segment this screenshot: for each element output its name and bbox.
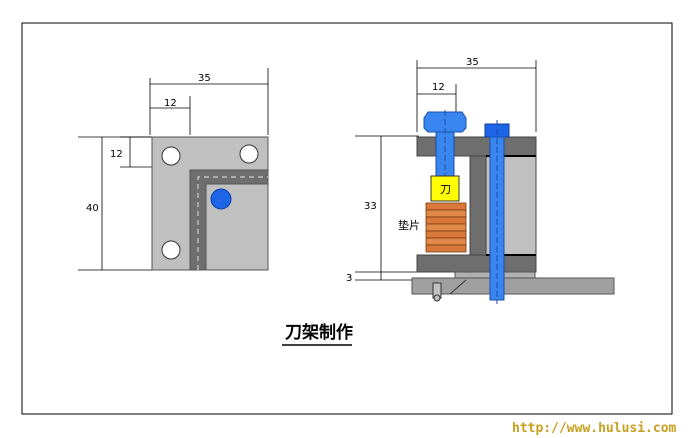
channel-centerline: [197, 176, 268, 270]
right-dim-bolt-offset: 12: [432, 82, 445, 93]
holder-bottom-flange: [416, 254, 537, 273]
shim-stack: [425, 202, 467, 253]
right-dim-width: 35: [466, 57, 479, 68]
base-slot: [449, 279, 467, 295]
right-view: 35 12 33 3: [346, 57, 615, 304]
knife-block: [430, 175, 460, 202]
left-dim-height: 40: [86, 203, 99, 214]
shim-label: 垫片: [398, 218, 420, 232]
drawing-caption: 刀架制作: [285, 322, 353, 343]
holder-spine: [469, 155, 487, 256]
drawing-frame: [21, 22, 673, 415]
right-dim-base: 3: [346, 273, 352, 284]
mounting-hole-bottom-left: [161, 240, 181, 260]
base-plate: [411, 277, 615, 295]
mounting-hole-top-right: [239, 144, 259, 164]
left-dim-hole-offset-x: 12: [164, 98, 177, 109]
right-dim-height: 33: [364, 201, 377, 212]
left-dim-width: 35: [198, 73, 211, 84]
mounting-hole-top-left: [161, 146, 181, 166]
site-watermark: http://www.hulusi.com: [512, 421, 677, 436]
holder-top-flange: [416, 136, 537, 157]
left-view: 35 12 12 40: [78, 68, 269, 271]
left-dim-hole-offset-y: 12: [110, 149, 123, 160]
blue-bolt-hole: [210, 188, 232, 210]
knife-label: 刀: [440, 183, 451, 196]
